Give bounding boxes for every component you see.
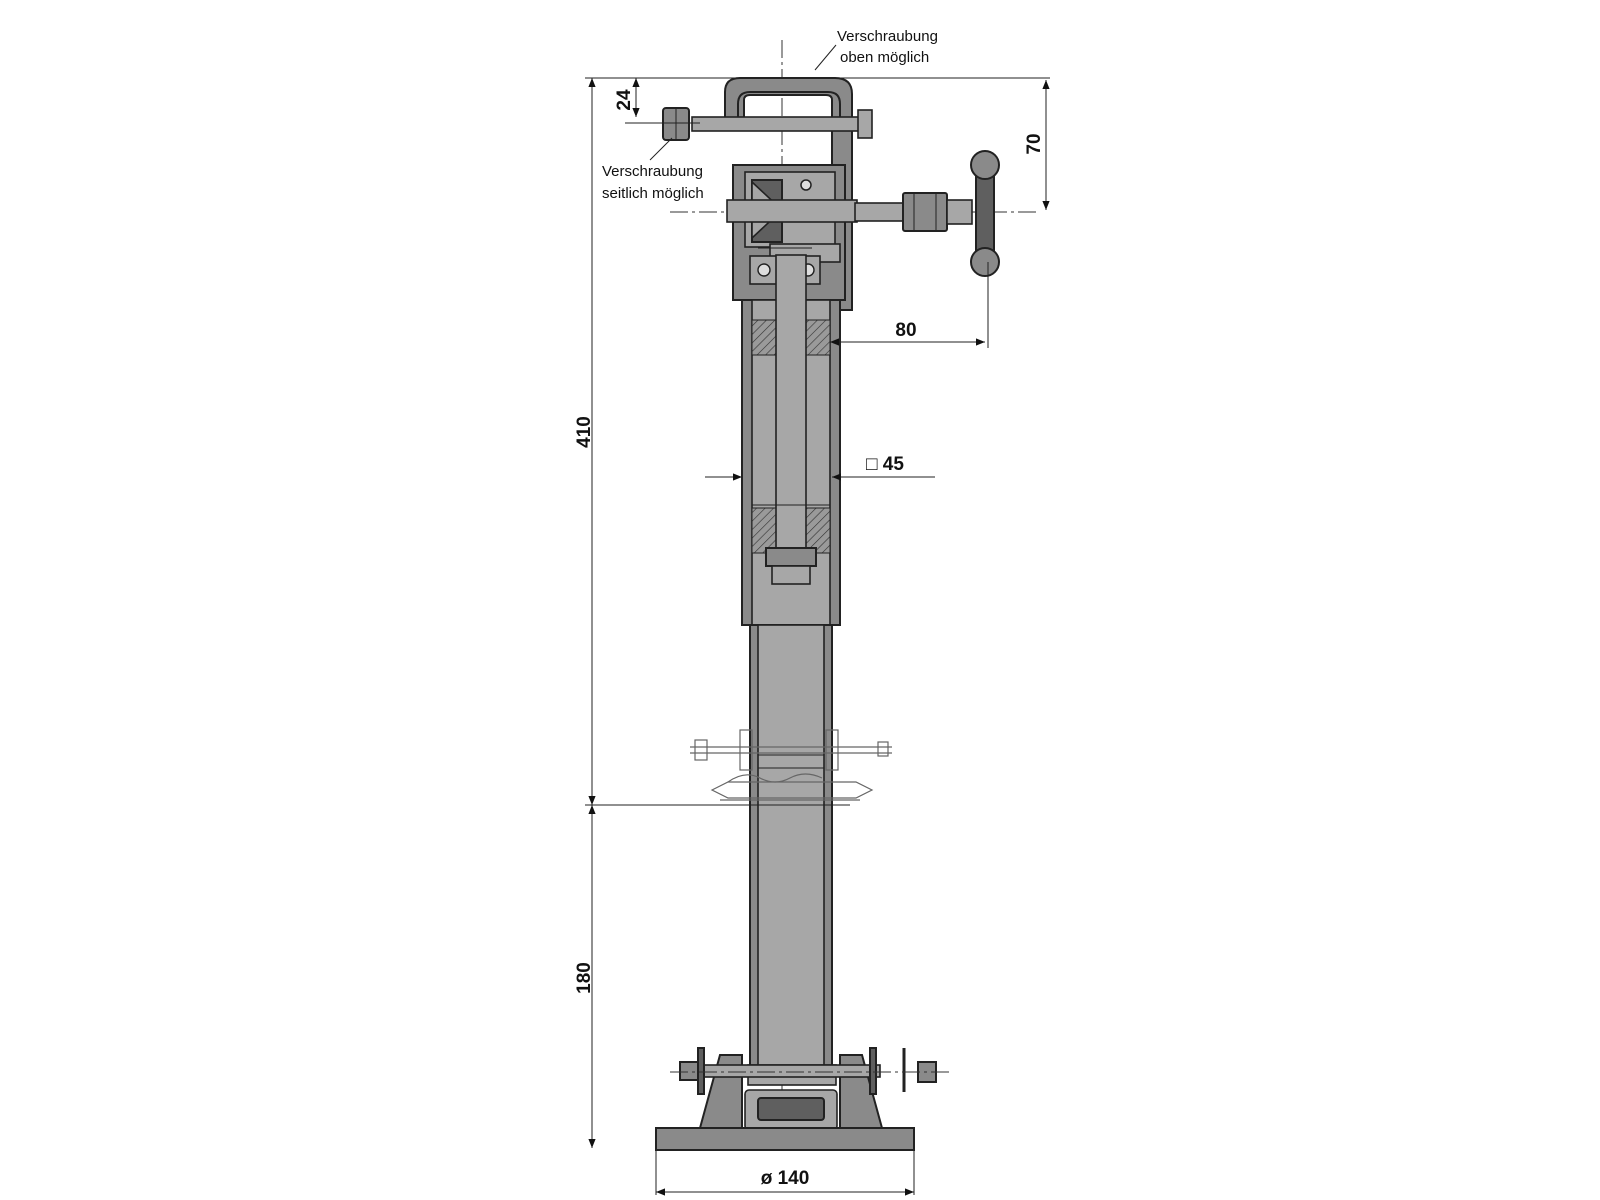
dim-label-410: 410 [574,416,595,448]
side-note-line2: seitlich möglich [602,185,704,202]
dim-label-70: 70 [1024,133,1045,154]
outer-tube [741,254,841,626]
dim-label-24: 24 [614,89,635,111]
foot-assembly [655,1047,950,1151]
dim-label-80: 80 [895,320,916,341]
top-note-line1: Verschraubung [837,28,938,45]
side-note-line1: Verschraubung [602,163,703,180]
inner-tube [749,624,833,1071]
top-note-line2: oben möglich [840,49,929,66]
mid-mounting-clamp-ghost [690,729,892,801]
crank-assembly [726,150,1000,277]
dim-label-180: 180 [574,962,595,994]
dim-label-45: □ 45 [866,454,904,475]
top-note-leader [814,44,837,71]
top-bolt [662,107,873,141]
side-note-leader [649,137,673,161]
dim-label-140: ø 140 [761,1168,810,1189]
